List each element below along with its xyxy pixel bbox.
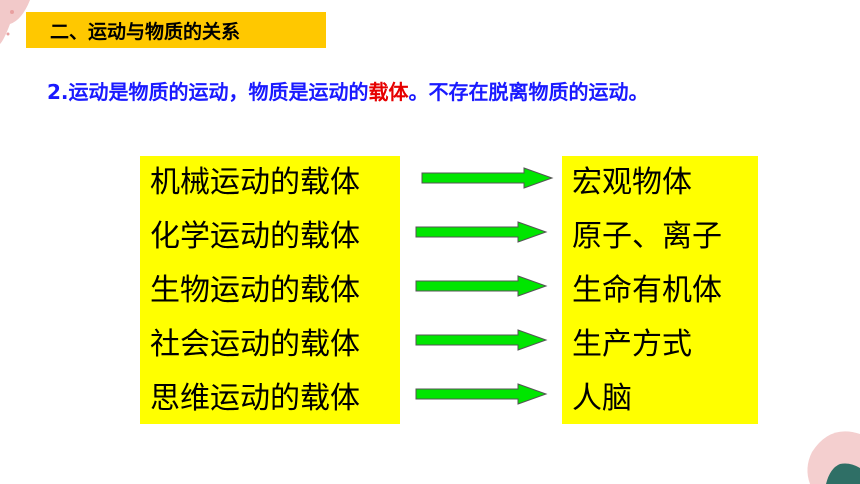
carrier-item: 生产方式	[572, 327, 692, 362]
motion-type-item: 化学运动的载体	[150, 219, 360, 254]
motion-type-item: 机械运动的载体	[150, 165, 360, 200]
motion-type-item: 生物运动的载体	[150, 273, 360, 308]
corner-decoration-bottom-right	[807, 431, 860, 484]
motion-type-item: 社会运动的载体	[150, 327, 360, 362]
carriers-box: 宏观物体 原子、离子 生命有机体 生产方式 人脑	[562, 156, 758, 424]
right-arrow-icon	[421, 167, 554, 189]
carrier-item: 宏观物体	[572, 165, 692, 200]
section-heading-text: 二、运动与物质的关系	[50, 20, 241, 43]
right-arrow-icon	[415, 383, 548, 405]
statement-prefix: 2.运动是物质的运动，物质是运动的	[47, 80, 369, 104]
carrier-item: 人脑	[572, 381, 632, 416]
carrier-item: 原子、离子	[572, 219, 722, 254]
section-heading: 二、运动与物质的关系	[26, 12, 326, 48]
statement-highlight: 载体	[368, 80, 409, 104]
statement-text: 2.运动是物质的运动，物质是运动的载体。不存在脱离物质的运动。	[47, 76, 649, 105]
corner-decoration-top-left	[0, 0, 30, 44]
right-arrow-icon	[415, 275, 548, 297]
right-arrow-icon	[415, 329, 548, 351]
carrier-item: 生命有机体	[572, 273, 722, 308]
statement-suffix: 。不存在脱离物质的运动。	[408, 80, 649, 104]
motion-type-item: 思维运动的载体	[150, 381, 360, 416]
motion-types-box: 机械运动的载体 化学运动的载体 生物运动的载体 社会运动的载体 思维运动的载体	[140, 156, 400, 424]
right-arrow-icon	[415, 221, 548, 243]
